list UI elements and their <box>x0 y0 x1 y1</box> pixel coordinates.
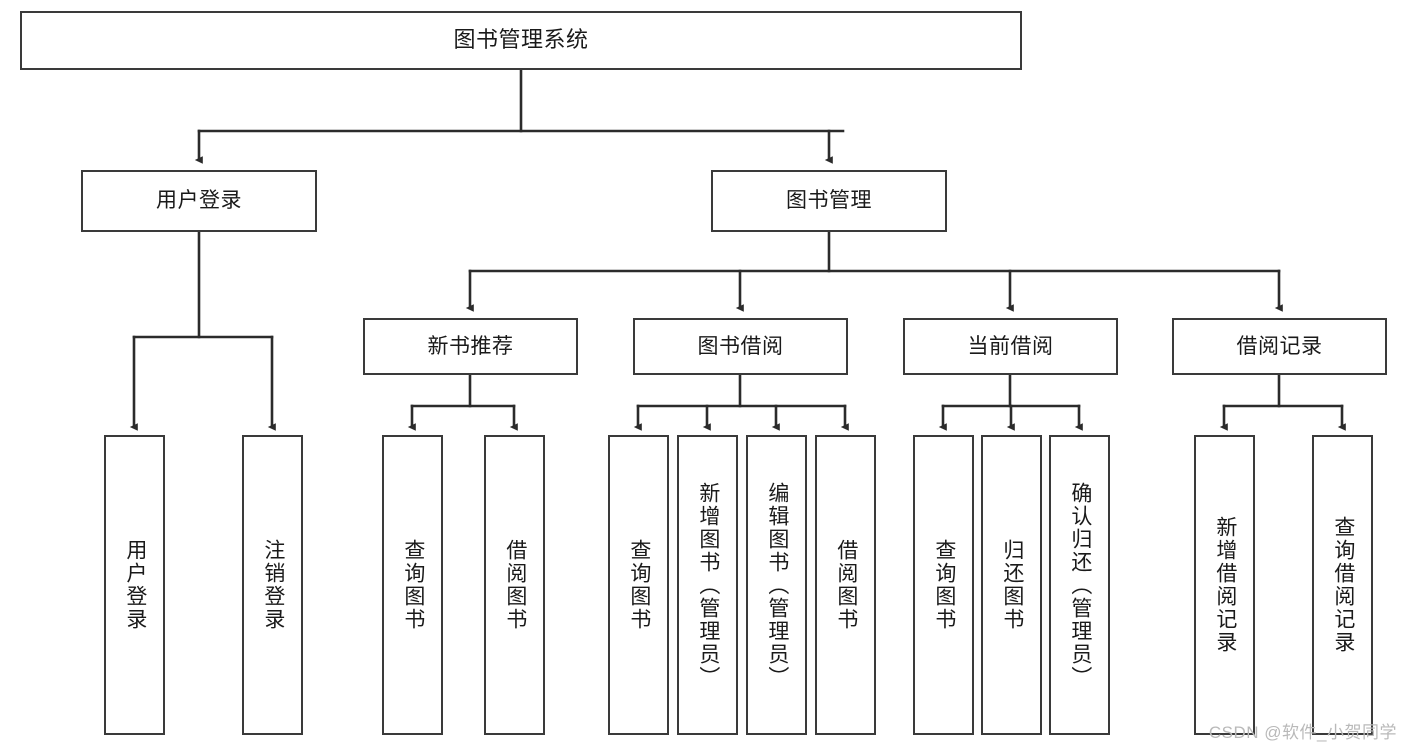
node-borrow-record[interactable]: 借阅记录 <box>1172 318 1387 375</box>
leaf-borrow-record-query-record[interactable]: 查询借阅记录 <box>1312 435 1373 735</box>
node-label: 编辑图书（管理员） <box>765 481 789 689</box>
node-book-management[interactable]: 图书管理 <box>711 170 947 232</box>
leaf-book-borrow-query-book[interactable]: 查询图书 <box>608 435 669 735</box>
leaf-current-borrow-return-book[interactable]: 归还图书 <box>981 435 1042 735</box>
leaf-new-book-query-book[interactable]: 查询图书 <box>382 435 443 735</box>
node-label: 借阅记录 <box>1236 334 1323 358</box>
node-user-login[interactable]: 用户登录 <box>81 170 317 232</box>
leaf-borrow-record-add-record[interactable]: 新增借阅记录 <box>1194 435 1255 735</box>
leaf-current-borrow-confirm-return-admin[interactable]: 确认归还（管理员） <box>1049 435 1110 735</box>
node-label: 用户登录 <box>123 539 147 631</box>
node-label: 借阅图书 <box>503 539 527 631</box>
leaf-book-borrow-add-book-admin[interactable]: 新增图书（管理员） <box>677 435 738 735</box>
leaf-user-login-login[interactable]: 用户登录 <box>104 435 165 735</box>
node-label: 新增借阅记录 <box>1213 516 1237 654</box>
leaf-book-borrow-edit-book-admin[interactable]: 编辑图书（管理员） <box>746 435 807 735</box>
node-label: 归还图书 <box>1000 539 1024 631</box>
node-label: 查询图书 <box>627 539 651 631</box>
node-new-book-recommend[interactable]: 新书推荐 <box>363 318 578 375</box>
node-label: 当前借阅 <box>967 334 1054 358</box>
node-label: 新书推荐 <box>427 334 514 358</box>
node-book-borrow[interactable]: 图书借阅 <box>633 318 848 375</box>
node-label: 确认归还（管理员） <box>1068 481 1092 689</box>
leaf-new-book-borrow-book[interactable]: 借阅图书 <box>484 435 545 735</box>
node-label: 注销登录 <box>261 539 285 631</box>
node-current-borrow[interactable]: 当前借阅 <box>903 318 1118 375</box>
node-label: 用户登录 <box>156 189 242 213</box>
leaf-user-login-logout[interactable]: 注销登录 <box>242 435 303 735</box>
node-label: 查询借阅记录 <box>1331 516 1355 654</box>
leaf-book-borrow-borrow-book[interactable]: 借阅图书 <box>815 435 876 735</box>
leaf-current-borrow-query-book[interactable]: 查询图书 <box>913 435 974 735</box>
node-root-book-management-system[interactable]: 图书管理系统 <box>20 11 1022 70</box>
node-label: 借阅图书 <box>834 539 858 631</box>
watermark-text: CSDN @软件_小贺同学 <box>1208 723 1397 742</box>
node-label: 图书管理系统 <box>453 27 589 53</box>
node-label: 图书管理 <box>786 189 872 213</box>
node-label: 查询图书 <box>401 539 425 631</box>
node-label: 图书借阅 <box>697 334 784 358</box>
node-label: 新增图书（管理员） <box>696 481 720 689</box>
node-label: 查询图书 <box>932 539 956 631</box>
